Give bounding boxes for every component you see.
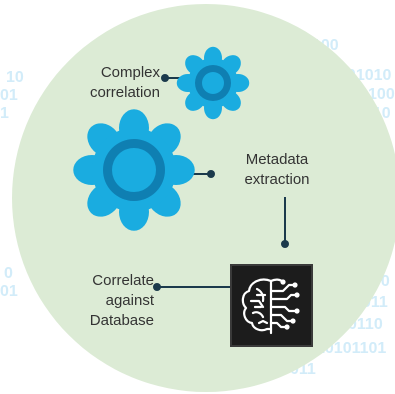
binary-right-11: 10101101	[316, 340, 386, 357]
label-correlate-database: Correlate against Database	[56, 271, 154, 331]
brain-circuit-icon	[230, 264, 313, 347]
gear-hub	[112, 148, 156, 192]
binary-left-3: 0	[4, 265, 13, 282]
brain-circuit-glyph	[241, 278, 299, 335]
connector-dots	[153, 74, 289, 291]
chip-pins	[280, 279, 300, 330]
label-line: against	[105, 292, 154, 309]
circuit-node	[292, 282, 298, 288]
label-line: Metadata	[245, 151, 309, 168]
label-line: Database	[89, 312, 154, 329]
small-gear-icon	[176, 46, 250, 120]
connector-dot	[281, 240, 289, 248]
label-line: correlation	[89, 84, 160, 101]
circuit-node	[284, 324, 290, 330]
connector-dot	[207, 170, 215, 178]
binary-left-4: 01	[0, 283, 18, 300]
binary-left-2: 1	[0, 105, 9, 122]
circuit-node	[294, 292, 300, 298]
label-line: Complex	[100, 64, 160, 81]
label-complex-correlation: Complex correlation	[50, 63, 160, 103]
circuit-node	[280, 279, 286, 285]
connector-dot	[153, 283, 161, 291]
binary-left-0: 10	[6, 69, 24, 86]
binary-right-10: 0110	[348, 316, 383, 333]
label-line: extraction	[244, 171, 310, 188]
gear-hub	[202, 72, 224, 94]
circuit-node	[290, 318, 296, 324]
circuit-node	[294, 308, 300, 314]
label-metadata-extraction: Metadata extraction	[222, 150, 332, 190]
connector-dot	[161, 74, 169, 82]
large-gear-icon	[73, 109, 195, 231]
label-line: Correlate	[92, 272, 154, 289]
binary-left-1: 01	[0, 87, 18, 104]
